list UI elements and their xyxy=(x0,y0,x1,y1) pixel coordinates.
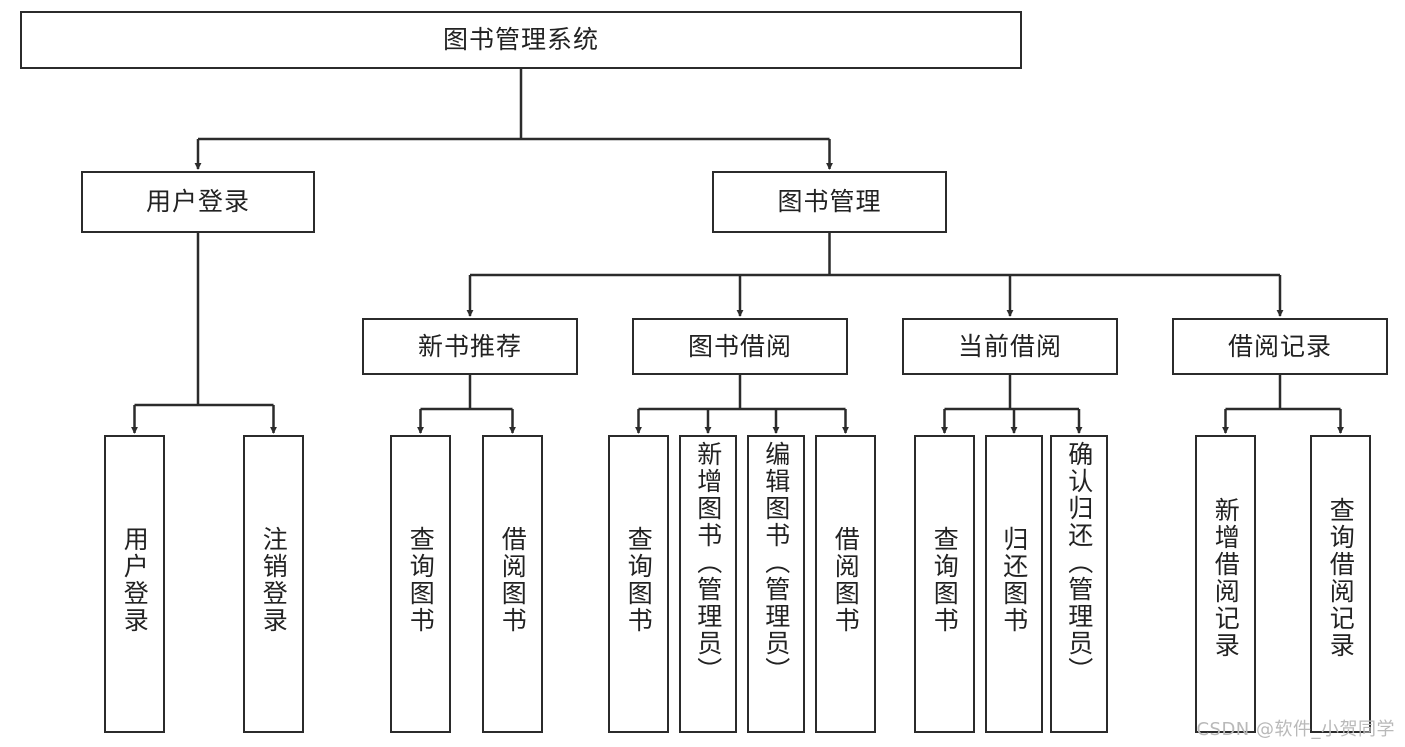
node-leaf-query-book-3-label: 查询图书 xyxy=(930,526,960,634)
node-book-manage[interactable]: 图书管理 xyxy=(712,171,947,233)
node-leaf-query-book-2[interactable]: 查询图书 xyxy=(608,435,669,733)
node-book-borrow[interactable]: 图书借阅 xyxy=(632,318,848,375)
node-leaf-add-record-label: 新增借阅记录 xyxy=(1211,497,1241,659)
node-book-borrow-label: 图书借阅 xyxy=(687,331,792,361)
node-current-borrow[interactable]: 当前借阅 xyxy=(902,318,1118,375)
node-new-book-rec-label: 新书推荐 xyxy=(417,331,522,361)
node-leaf-query-book-3[interactable]: 查询图书 xyxy=(914,435,975,733)
node-borrow-record[interactable]: 借阅记录 xyxy=(1172,318,1388,375)
node-leaf-borrow-book-1[interactable]: 借阅图书 xyxy=(482,435,543,733)
node-leaf-query-book-2-label: 查询图书 xyxy=(624,526,654,634)
node-new-book-rec[interactable]: 新书推荐 xyxy=(362,318,578,375)
node-leaf-user-login-label: 用户登录 xyxy=(120,526,150,634)
node-leaf-borrow-book-2[interactable]: 借阅图书 xyxy=(815,435,876,733)
node-leaf-return-book-label: 归还图书 xyxy=(999,526,1029,634)
node-leaf-borrow-book-2-label: 借阅图书 xyxy=(831,526,861,634)
node-leaf-logout-label: 注销登录 xyxy=(259,526,289,634)
node-leaf-edit-book[interactable]: 编辑图书（管理员） xyxy=(747,435,805,733)
node-leaf-borrow-book-1-label: 借阅图书 xyxy=(498,526,528,634)
node-leaf-query-book-1-label: 查询图书 xyxy=(406,526,436,634)
node-user-login-label: 用户登录 xyxy=(145,187,250,217)
node-leaf-query-record[interactable]: 查询借阅记录 xyxy=(1310,435,1371,733)
node-leaf-confirm-return-label: 确认归还（管理员） xyxy=(1064,441,1094,684)
csdn-watermark: CSDN @软件_小贺同学 xyxy=(1196,719,1395,740)
node-root[interactable]: 图书管理系统 xyxy=(20,11,1022,69)
node-leaf-confirm-return[interactable]: 确认归还（管理员） xyxy=(1050,435,1108,733)
node-root-label: 图书管理系统 xyxy=(442,25,599,55)
node-borrow-record-label: 借阅记录 xyxy=(1227,331,1332,361)
node-current-borrow-label: 当前借阅 xyxy=(957,331,1062,361)
node-leaf-query-book-1[interactable]: 查询图书 xyxy=(390,435,451,733)
node-leaf-add-book[interactable]: 新增图书（管理员） xyxy=(679,435,737,733)
node-leaf-add-record[interactable]: 新增借阅记录 xyxy=(1195,435,1256,733)
node-leaf-return-book[interactable]: 归还图书 xyxy=(985,435,1043,733)
node-leaf-logout[interactable]: 注销登录 xyxy=(243,435,304,733)
node-user-login[interactable]: 用户登录 xyxy=(81,171,315,233)
node-leaf-query-record-label: 查询借阅记录 xyxy=(1326,497,1356,659)
node-book-manage-label: 图书管理 xyxy=(777,187,882,217)
node-leaf-user-login[interactable]: 用户登录 xyxy=(104,435,165,733)
node-leaf-add-book-label: 新增图书（管理员） xyxy=(693,441,723,684)
node-leaf-edit-book-label: 编辑图书（管理员） xyxy=(761,441,791,684)
